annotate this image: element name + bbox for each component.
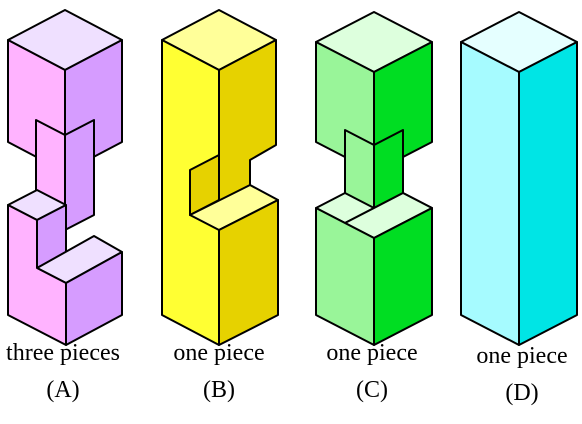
a-middle-right-face xyxy=(64,119,95,231)
d-left-face xyxy=(460,41,520,346)
d-right-face xyxy=(518,41,578,346)
figure-a-caption: three pieces xyxy=(6,340,120,366)
figure-b-caption: one piece xyxy=(173,340,265,366)
a-bottom-right-face xyxy=(65,251,123,346)
figure-c-shape xyxy=(315,11,433,346)
figure-d-caption: one piece xyxy=(476,343,568,369)
figure-d-shape xyxy=(460,11,578,346)
b-right-lower-face xyxy=(218,199,279,346)
figure-d-letter: (D) xyxy=(505,380,539,406)
c-bottom-right-face xyxy=(373,207,433,346)
figure-a-shape xyxy=(7,9,123,346)
figure-a-letter: (A) xyxy=(46,377,80,403)
figure-b-shape xyxy=(161,9,279,346)
figure-b-letter: (B) xyxy=(203,377,235,403)
figure-c-caption: one piece xyxy=(326,340,418,366)
figure-c-letter: (C) xyxy=(356,377,388,403)
